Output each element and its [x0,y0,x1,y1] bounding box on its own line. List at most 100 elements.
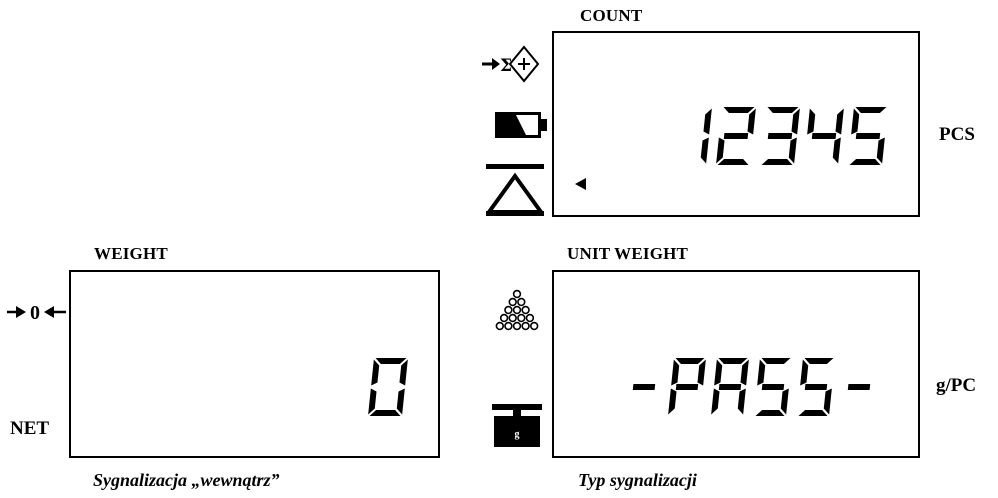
count-label: COUNT [580,6,643,25]
sum-accumulate-icon: Σ [482,45,540,83]
stability-triangle-icon [486,164,544,216]
seven-seg-digit [711,358,749,415]
segment [675,358,705,364]
segment [800,359,809,386]
segment [671,359,680,386]
zero-indicator: 0 [6,300,68,324]
segment [757,359,766,386]
part-circle [525,313,535,323]
seven-seg-digit [700,108,712,164]
segment [371,359,380,386]
battery-low-icon [495,112,547,138]
segment [747,108,756,135]
weight-display: 0 [69,270,440,458]
caption-internal-signaling: Sygnalizacja „wewnątrz” [93,470,280,490]
segment [823,388,832,415]
segment [798,410,828,416]
segment [697,359,706,386]
segment [767,133,793,139]
segment [788,137,797,164]
pointer-arrow-icon [575,178,586,190]
part-circle [512,305,522,315]
segment [396,388,405,415]
segment [369,410,401,416]
part-circle [504,305,513,315]
weight-value: 0 [368,358,408,416]
part-circle [517,297,526,307]
zero-digit: 0 [30,302,40,324]
segment [755,410,785,416]
segment [855,107,887,113]
part-circle [512,289,522,299]
segment [714,359,723,386]
gram-weight-icon: g [492,404,542,447]
segment [716,137,725,164]
unit-weight-unit: g/PC [936,375,977,396]
unit-weight-label: UNIT WEIGHT [567,244,689,263]
part-circle [517,313,526,323]
seven-seg-digit [668,358,706,415]
segment [703,108,712,135]
seven-seg-digit [847,384,871,390]
segment [791,108,800,135]
segment [761,384,785,390]
segment [804,384,828,390]
segment [811,133,837,139]
segment [668,388,677,415]
part-circle [508,313,517,323]
segment [876,137,885,164]
segment [718,358,748,364]
count-value: 12345 [700,107,887,165]
part-circle [508,297,517,307]
segment [718,384,742,390]
count-unit: PCS [939,124,975,145]
seven-seg-digit [761,107,800,165]
segment [761,159,793,165]
segment [835,108,844,135]
count-display: 12345 [552,31,920,217]
segment [832,137,841,164]
part-circle [499,313,509,323]
segment [767,107,799,113]
segment [847,384,871,390]
parts-pile-icon [495,289,539,331]
segment [737,388,746,415]
segment [849,159,881,165]
unit-weight-display: -PASS- [552,270,920,458]
caption-signaling-type: Typ sygnalizacji [578,470,697,490]
segment [804,358,834,364]
part-circle [512,321,522,331]
zero-arrows-icon: 0 [7,302,66,324]
segment [740,359,749,386]
unit-weight-value: -PASS- [632,358,871,416]
segment [717,159,749,165]
seven-seg-digit [755,358,791,416]
segment [723,133,749,139]
seven-seg-digit [716,107,756,165]
segment [368,388,377,415]
segment [855,133,881,139]
net-label: NET [10,418,50,439]
part-circle [521,305,530,315]
seven-seg-digit [368,358,408,416]
svg-text:Σ: Σ [500,56,512,76]
segment [723,107,755,113]
part-circle [495,321,505,331]
seven-seg-digit [807,108,844,164]
segment [375,358,407,364]
segment [807,108,816,135]
seven-seg-digit [632,384,656,390]
segment [780,388,789,415]
segment [761,358,791,364]
segment [700,137,709,164]
segment [675,384,699,390]
svg-text:g: g [515,429,520,440]
weight-label: WEIGHT [94,244,168,263]
part-circle [521,321,530,331]
seven-seg-digit [798,358,834,416]
segment [711,388,720,415]
part-circle [504,321,513,331]
segment [632,384,656,390]
seven-seg-digit [849,107,887,165]
segment [851,108,860,135]
